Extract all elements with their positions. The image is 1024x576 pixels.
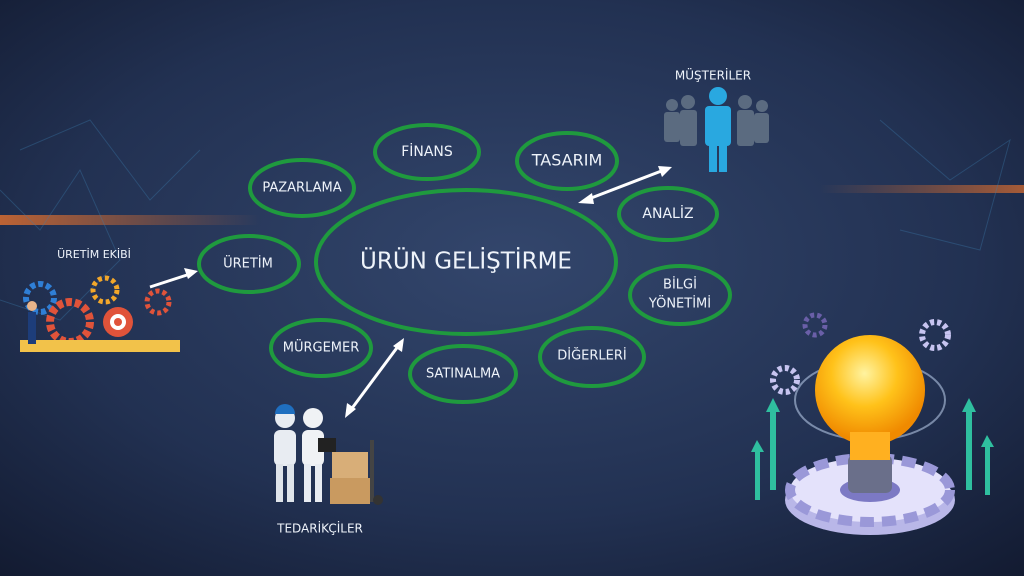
suppliers-icon xyxy=(274,404,383,505)
node-bilgi-line2: YÖNETİMİ xyxy=(648,295,711,312)
node-uretim: ÜRETİM xyxy=(223,255,273,272)
glow-right xyxy=(820,185,1024,193)
external-tedarikciler: TEDARİKÇİLER xyxy=(276,521,363,536)
arrowhead xyxy=(184,268,198,279)
node-pazarlama-ellipse xyxy=(248,158,356,218)
node-analiz: ANALİZ xyxy=(642,204,693,222)
node-pazarlama: PAZARLAMA xyxy=(262,181,341,196)
arrow-musteriler xyxy=(585,168,665,202)
node-analiz-ellipse xyxy=(617,186,719,242)
arrowhead xyxy=(393,338,404,352)
external-musteriler: MÜŞTERİLER xyxy=(675,67,751,83)
center-ellipse xyxy=(314,188,618,336)
arrowhead xyxy=(345,403,356,418)
lightbulb-gear-icon xyxy=(751,312,994,535)
node-uretim-ellipse xyxy=(197,234,301,294)
node-finans: FİNANS xyxy=(401,142,453,160)
arrow-uretim-ekibi xyxy=(149,272,191,289)
arrowhead xyxy=(658,166,672,177)
node-satinalma-ellipse xyxy=(408,344,518,404)
glow-left xyxy=(0,215,260,225)
node-digerleri: DİĞERLERİ xyxy=(557,348,627,364)
node-bilgi-ellipse xyxy=(628,264,732,326)
arrow-tedarikciler xyxy=(348,344,401,412)
double-arrows xyxy=(149,166,672,418)
center-label: ÜRÜN GELİŞTİRME xyxy=(360,247,572,275)
production-team-icon xyxy=(20,275,180,352)
node-finans-ellipse xyxy=(373,123,481,181)
node-murgemer: MÜRGEMER xyxy=(283,339,360,356)
node-bilgi-line1: BİLGİ xyxy=(663,277,697,293)
external-uretim-ekibi: ÜRETİM EKİBİ xyxy=(57,248,131,261)
node-murgemer-ellipse xyxy=(269,318,373,378)
arrowhead xyxy=(578,193,594,204)
customers-icon xyxy=(664,87,769,172)
node-satinalma: SATINALMA xyxy=(426,367,500,382)
node-digerleri-ellipse xyxy=(538,326,646,388)
node-tasarim-ellipse xyxy=(515,131,619,191)
node-tasarim: TASARIM xyxy=(531,151,603,170)
